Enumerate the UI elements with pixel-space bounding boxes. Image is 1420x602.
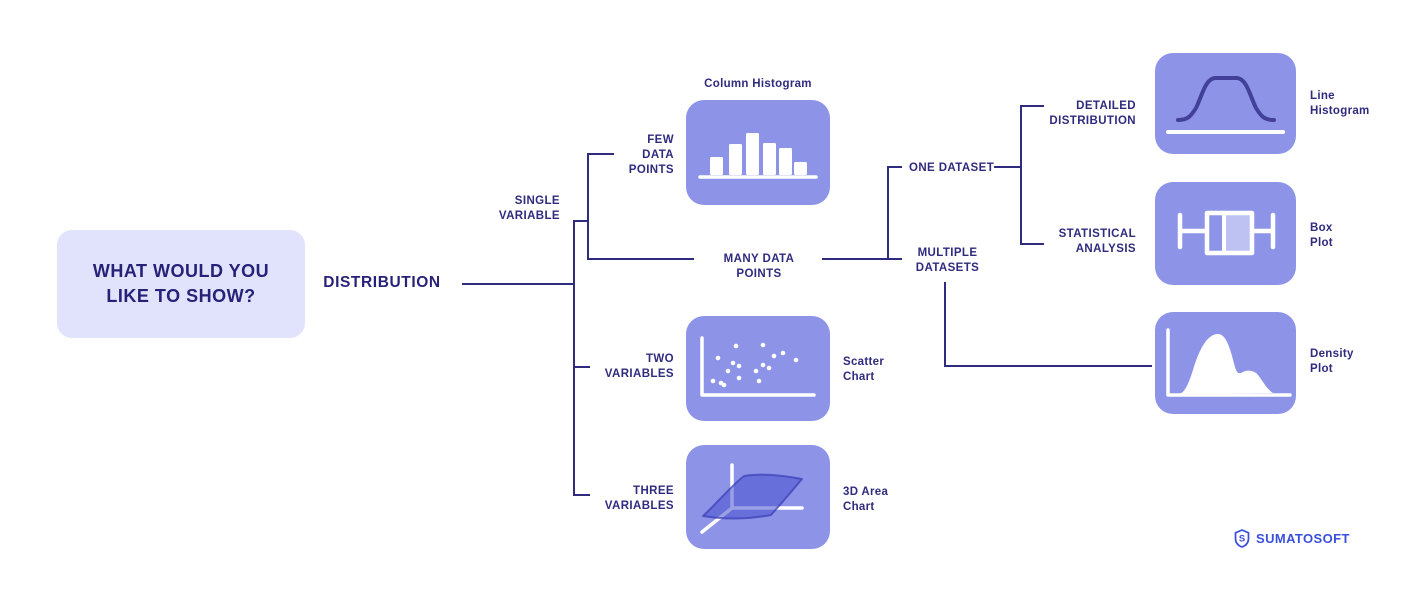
connector-statistical-arm: [1020, 243, 1044, 245]
svg-text:S: S: [1239, 534, 1245, 545]
connector-many-data-arm-right: [822, 258, 902, 260]
label-many-data-points: MANY DATA POINTS: [723, 253, 795, 280]
scatter-chart-card: [686, 316, 830, 421]
connector-dataset-bracket: [887, 166, 889, 260]
connector-single-variable-bracket: [587, 153, 589, 260]
connector-three-variables-stub: [573, 494, 590, 496]
label-statistical-analysis: STATISTICAL ANALYSIS: [1058, 228, 1136, 255]
label-few-data-points: FEW DATA POINTS: [628, 134, 674, 176]
connector-one-dataset-out: [994, 166, 1022, 168]
label-column-histogram: Column Histogram: [704, 78, 812, 90]
label-three-variables: THREE VARIABLES: [604, 485, 674, 512]
label-two-variables: TWO VARIABLES: [604, 353, 674, 380]
connector-multiple-datasets-drop: [944, 282, 946, 367]
connector-detailed-arm: [1020, 105, 1044, 107]
3d-area-chart-card: [686, 445, 830, 549]
connector-trunk: [573, 220, 575, 496]
line-histogram-icon: [1166, 76, 1285, 134]
3d-area-chart-icon: [700, 463, 804, 534]
connector-distribution-to-trunk: [462, 283, 574, 285]
label-detailed-distribution: DETAILED DISTRIBUTION: [1049, 100, 1136, 127]
connector-many-data-arm-left: [587, 258, 694, 260]
label-3d-area-chart: 3D Area Chart: [843, 486, 889, 513]
label-single-variable: SINGLE VARIABLE: [498, 195, 560, 222]
connector-single-variable-stub: [573, 220, 589, 222]
sumatosoft-shield-icon: S: [1234, 529, 1250, 548]
connector-one-dataset-arm: [887, 166, 902, 168]
line-histogram-card: [1155, 53, 1296, 154]
box-plot-icon: [1177, 210, 1276, 256]
sumatosoft-logo-text: SUMATOSOFT: [1256, 531, 1350, 546]
label-one-dataset: ONE DATASET: [909, 162, 995, 174]
label-line-histogram: Line Histogram: [1310, 90, 1370, 117]
label-scatter-chart: Scatter Chart: [843, 356, 885, 383]
density-plot-card: [1155, 312, 1296, 414]
sumatosoft-logo: S SUMATOSOFT: [1234, 529, 1350, 548]
connector-to-density-plot: [944, 365, 1152, 367]
label-multiple-datasets: MULTIPLE DATASETS: [915, 247, 980, 274]
connector-few-data-arm: [587, 153, 614, 155]
question-text: WHAT WOULD YOU LIKE TO SHOW?: [92, 261, 270, 306]
label-density-plot: Density Plot: [1310, 348, 1354, 375]
box-plot-card: [1155, 182, 1296, 285]
label-box-plot: Box Plot: [1310, 222, 1333, 249]
column-histogram-card: [686, 100, 830, 205]
question-box: WHAT WOULD YOU LIKE TO SHOW?: [57, 230, 305, 338]
category-label-distribution: DISTRIBUTION: [323, 274, 441, 291]
connector-two-variables-stub: [573, 366, 590, 368]
scatter-chart-icon: [700, 336, 816, 397]
connector-analysis-bracket: [1020, 105, 1022, 245]
column-histogram-icon: [698, 133, 818, 179]
density-plot-icon: [1166, 328, 1292, 397]
